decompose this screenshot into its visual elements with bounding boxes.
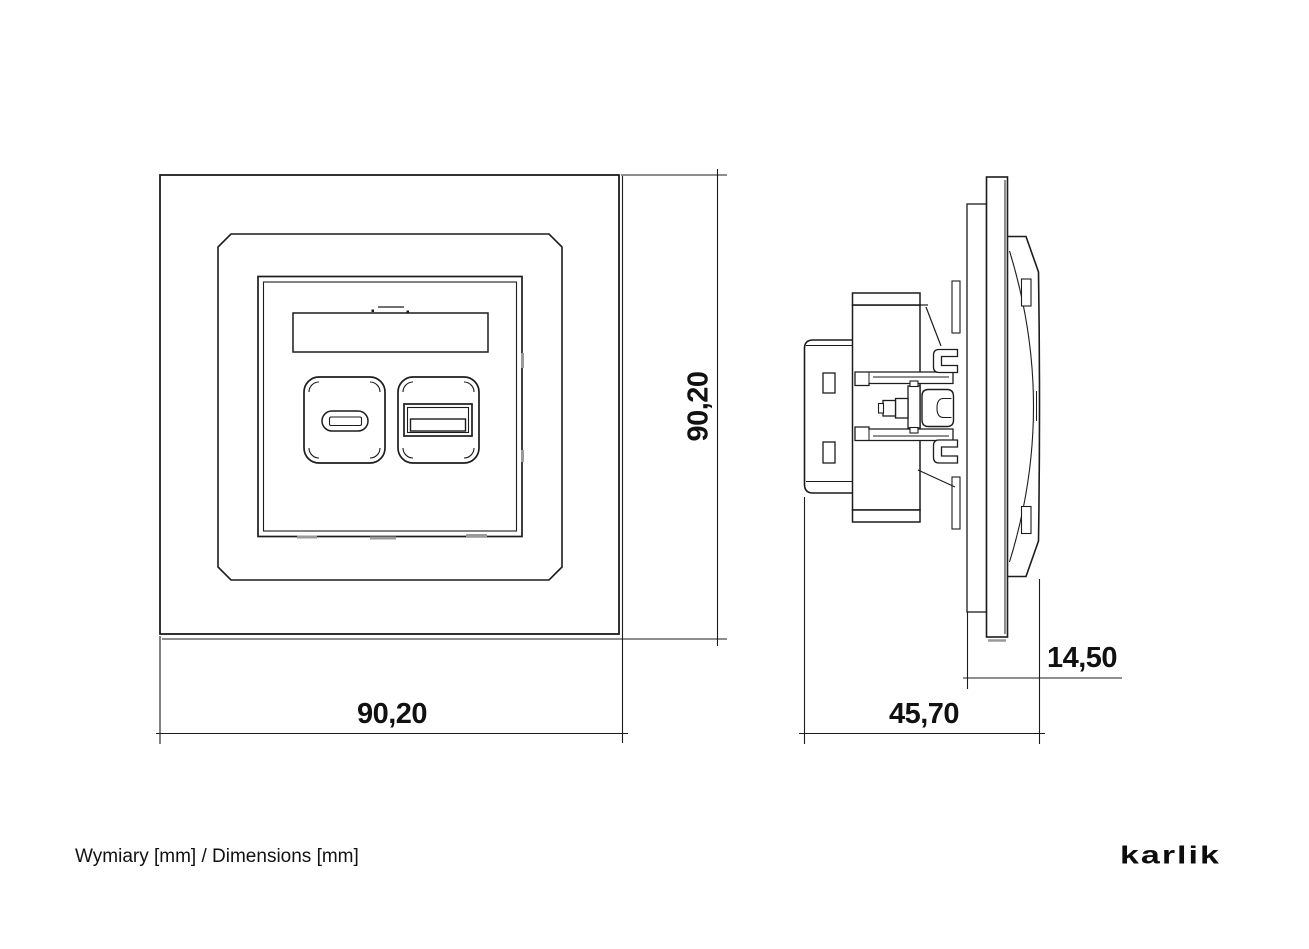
mounting-claw-lower xyxy=(854,426,959,464)
side-frame-depth-dimension-label: 14,50 xyxy=(1046,642,1118,674)
cover-plate-profile xyxy=(1007,235,1041,578)
inner-frame-opening xyxy=(217,233,563,581)
units-caption: Wymiary [mm] / Dimensions [mm] xyxy=(75,846,359,867)
module-clip-dot-left xyxy=(371,309,374,312)
module-face xyxy=(257,275,523,538)
screw-slot-lower xyxy=(822,441,836,464)
usb-a-block xyxy=(397,376,480,464)
outer-frame xyxy=(159,174,620,635)
side-dimension-lines xyxy=(799,497,1122,744)
front-dimension-lines xyxy=(156,169,727,744)
frame-plate-profile xyxy=(985,176,1009,642)
side-depth-dimension-label: 45,70 xyxy=(888,698,960,730)
usb-c-port-icon xyxy=(321,410,369,432)
support-clip-lower xyxy=(951,476,961,530)
front-height-dimension-label: 90,20 xyxy=(682,371,715,442)
usb-a-port-icon xyxy=(403,403,473,437)
module-face-inner-border xyxy=(262,281,518,532)
front-width-dimension-label: 90,20 xyxy=(356,698,428,730)
side-view xyxy=(799,176,1122,744)
screw-slot-upper xyxy=(822,372,836,394)
support-plate xyxy=(966,203,988,613)
usb-c-block xyxy=(303,376,386,464)
back-box xyxy=(803,339,854,494)
front-shading-marks xyxy=(297,353,524,540)
support-clip-upper xyxy=(951,280,961,334)
fixing-screw xyxy=(877,380,955,434)
mechanism-body xyxy=(851,292,956,523)
front-view xyxy=(156,169,727,744)
label-window xyxy=(292,312,489,353)
mounting-claw-upper xyxy=(854,348,959,387)
brand-logo: karlik xyxy=(1120,841,1221,870)
module-clip-dot-right xyxy=(406,310,409,313)
